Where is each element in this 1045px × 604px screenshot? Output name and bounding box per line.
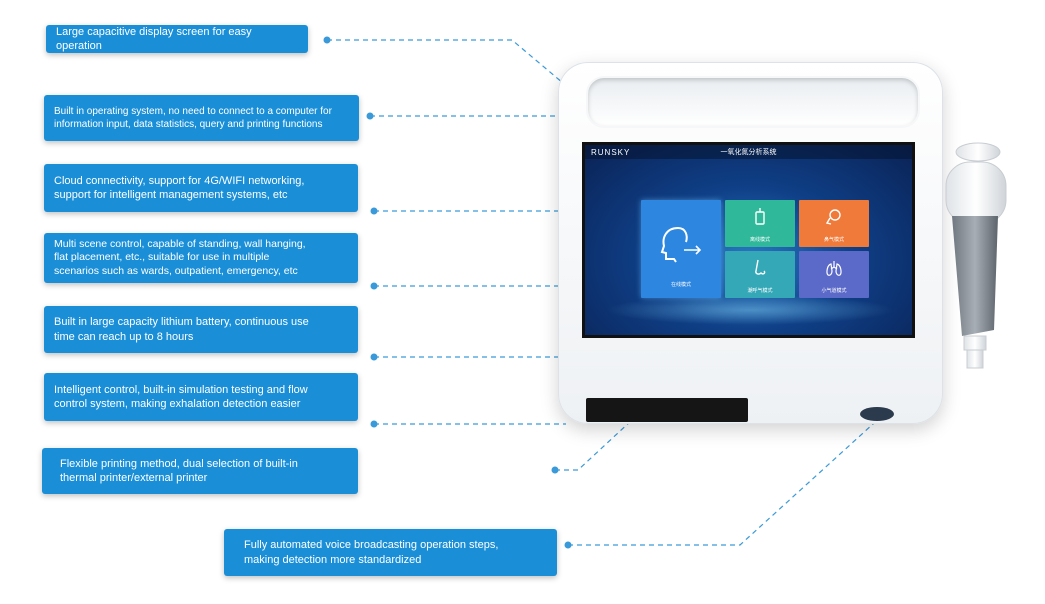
mode-online[interactable]: 在线模式 bbox=[641, 200, 721, 298]
connector-dot bbox=[366, 112, 374, 120]
power-button[interactable] bbox=[860, 407, 894, 421]
brand-logo: RUNSKY bbox=[591, 147, 631, 157]
connector-dot bbox=[370, 207, 378, 215]
callout-cloud-connectivity: Cloud connectivity, support for 4G/WIFI … bbox=[44, 164, 358, 212]
callout-display: Large capacitive display screen for easy… bbox=[46, 25, 308, 53]
breath-sensor-handle bbox=[945, 142, 1007, 369]
mode-label: 小气道模式 bbox=[821, 288, 847, 294]
printer-slot bbox=[586, 398, 748, 422]
connector-dot bbox=[370, 282, 378, 290]
connector-line bbox=[555, 419, 633, 471]
sample-bag-icon bbox=[755, 208, 765, 225]
callout-printing: Flexible printing method, dual selection… bbox=[42, 448, 358, 494]
nose-icon bbox=[755, 259, 766, 275]
nose-profile-icon bbox=[825, 209, 841, 225]
callout-text: Intelligent control, built-in simulation… bbox=[54, 383, 308, 410]
callout-text: Flexible printing method, dual selection… bbox=[60, 457, 298, 484]
touch-screen[interactable]: RUNSKY 一氧化氮分析系统 在线模式 离线模式 鼻气模式 bbox=[582, 142, 915, 338]
callout-text: Large capacitive display screen for easy… bbox=[56, 25, 252, 52]
connector-dot bbox=[564, 541, 572, 549]
mode-small-airway[interactable]: 小气道模式 bbox=[799, 251, 869, 298]
mode-tidal[interactable]: 潮呼气模式 bbox=[725, 251, 795, 298]
callout-operating-system: Built in operating system, no need to co… bbox=[44, 95, 359, 141]
connector-dot bbox=[323, 36, 331, 44]
connector-dot bbox=[370, 420, 378, 428]
callout-text: Built in operating system, no need to co… bbox=[54, 106, 332, 130]
mode-offline[interactable]: 离线模式 bbox=[725, 200, 795, 247]
callout-text: Fully automated voice broadcasting opera… bbox=[244, 539, 499, 566]
callout-text: Built in large capacity lithium battery,… bbox=[54, 316, 309, 343]
mode-label: 潮呼气模式 bbox=[747, 288, 773, 294]
screen-glow bbox=[605, 295, 895, 325]
mode-label: 在线模式 bbox=[670, 282, 691, 288]
head-breathing-icon bbox=[660, 227, 702, 263]
connector-line bbox=[327, 39, 641, 149]
analyzer-device: RUNSKY 一氧化氮分析系统 在线模式 离线模式 鼻气模式 bbox=[558, 62, 943, 424]
callout-text: Cloud connectivity, support for 4G/WIFI … bbox=[54, 174, 305, 201]
callout-text: Multi scene control, capable of standing… bbox=[54, 237, 306, 277]
connector-dot bbox=[551, 466, 559, 474]
callout-voice-broadcasting: Fully automated voice broadcasting opera… bbox=[224, 529, 557, 576]
mode-nasal[interactable]: 鼻气模式 bbox=[799, 200, 869, 247]
connector-line bbox=[568, 413, 885, 546]
lungs-icon bbox=[826, 261, 842, 276]
device-handle bbox=[586, 76, 920, 128]
connector-dot bbox=[370, 353, 378, 361]
callout-multi-scene: Multi scene control, capable of standing… bbox=[44, 233, 358, 283]
system-title: 一氧化氮分析系统 bbox=[720, 149, 777, 156]
mode-label: 离线模式 bbox=[749, 237, 770, 243]
mode-label: 鼻气模式 bbox=[823, 237, 844, 243]
callout-intelligent-control: Intelligent control, built-in simulation… bbox=[44, 373, 358, 421]
screen-header: RUNSKY 一氧化氮分析系统 bbox=[585, 145, 912, 159]
callout-battery: Built in large capacity lithium battery,… bbox=[44, 306, 358, 353]
